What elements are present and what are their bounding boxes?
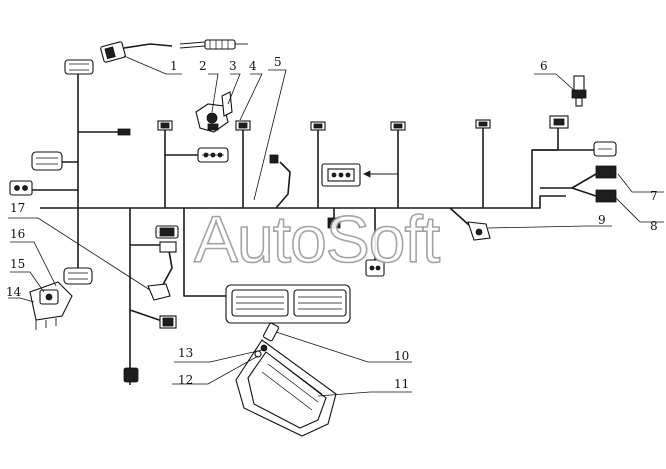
- callout-10: 10: [394, 349, 409, 363]
- connector-left-a: [31, 151, 63, 171]
- connector-lower-b: [159, 241, 177, 253]
- sensor-item-17: [147, 283, 171, 301]
- connector-lower-left: [63, 267, 93, 285]
- callout-1: 1: [170, 59, 178, 73]
- ecu-assembly: [235, 322, 337, 437]
- callout-5: 5: [274, 55, 282, 69]
- callout-9: 9: [598, 213, 606, 227]
- callout-labels: 1 2 3 4 5 6 7 8 9 10 11 12 13 14 15 16 1…: [6, 55, 658, 391]
- callout-4: 4: [249, 59, 257, 73]
- harness-wires: [30, 68, 597, 385]
- callout-15: 15: [10, 257, 25, 271]
- ecu-connector-pair: [225, 284, 351, 324]
- callout-12: 12: [178, 373, 193, 387]
- callout-17: 17: [10, 201, 25, 215]
- pressure-switch: [571, 75, 587, 107]
- connector-item-7: [595, 165, 617, 179]
- connector-trunk-b: [365, 259, 385, 277]
- callout-3: 3: [229, 59, 237, 73]
- callout-8: 8: [650, 219, 658, 233]
- callout-11: 11: [394, 377, 409, 391]
- watermark: AutoSoft: [194, 202, 440, 276]
- actuator-assembly: [29, 281, 73, 330]
- harness-components: [9, 39, 617, 437]
- callout-6: 6: [540, 59, 548, 73]
- connector-item-8: [595, 189, 617, 203]
- connector-top-left: [64, 59, 94, 75]
- sensor-lead-end: [269, 154, 279, 164]
- connector-bottom: [123, 367, 139, 383]
- callout-14: 14: [6, 285, 22, 299]
- leader-lines: [8, 55, 664, 397]
- plug-branch: [117, 128, 131, 136]
- callout-13: 13: [178, 346, 193, 360]
- connector-trunk-a: [327, 217, 341, 229]
- relay-module: [321, 163, 398, 187]
- oxygen-sensor: [100, 39, 248, 63]
- callout-16: 16: [10, 227, 25, 241]
- callout-7: 7: [650, 189, 658, 203]
- callout-2: 2: [199, 59, 207, 73]
- connector-left-b: [9, 180, 33, 196]
- sensor-cluster-2-3-4: [195, 91, 233, 133]
